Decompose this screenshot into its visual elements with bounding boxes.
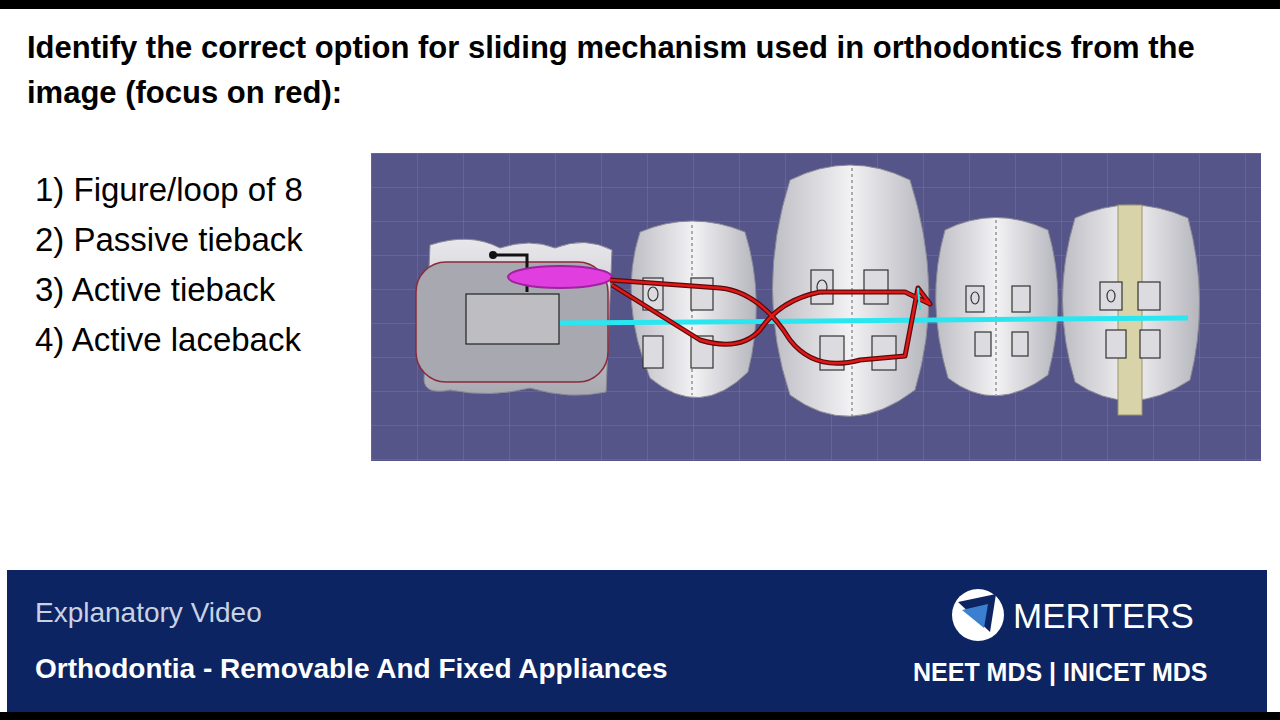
brand-tagline: NEET MDS | INICET MDS [913,657,1208,687]
banner-course: Orthodontia - Removable And Fixed Applia… [35,652,668,686]
banner-subtitle: Explanatory Video [35,596,262,630]
brand-logo [952,589,1004,641]
top-bar [0,0,1280,9]
option-text: 4) Active laceback [35,320,301,360]
option-text: 3) Active tieback [35,270,275,310]
option-text: 1) Figure/loop of 8 [35,170,303,210]
brand-name: MERITERS [1013,595,1194,637]
option-text: 2) Passive tieback [35,220,303,260]
bottom-banner [7,570,1267,712]
bottom-bar [0,712,1280,720]
question-title: Identify the correct option for sliding … [27,26,1262,116]
orthodontic-illustration [371,153,1261,461]
